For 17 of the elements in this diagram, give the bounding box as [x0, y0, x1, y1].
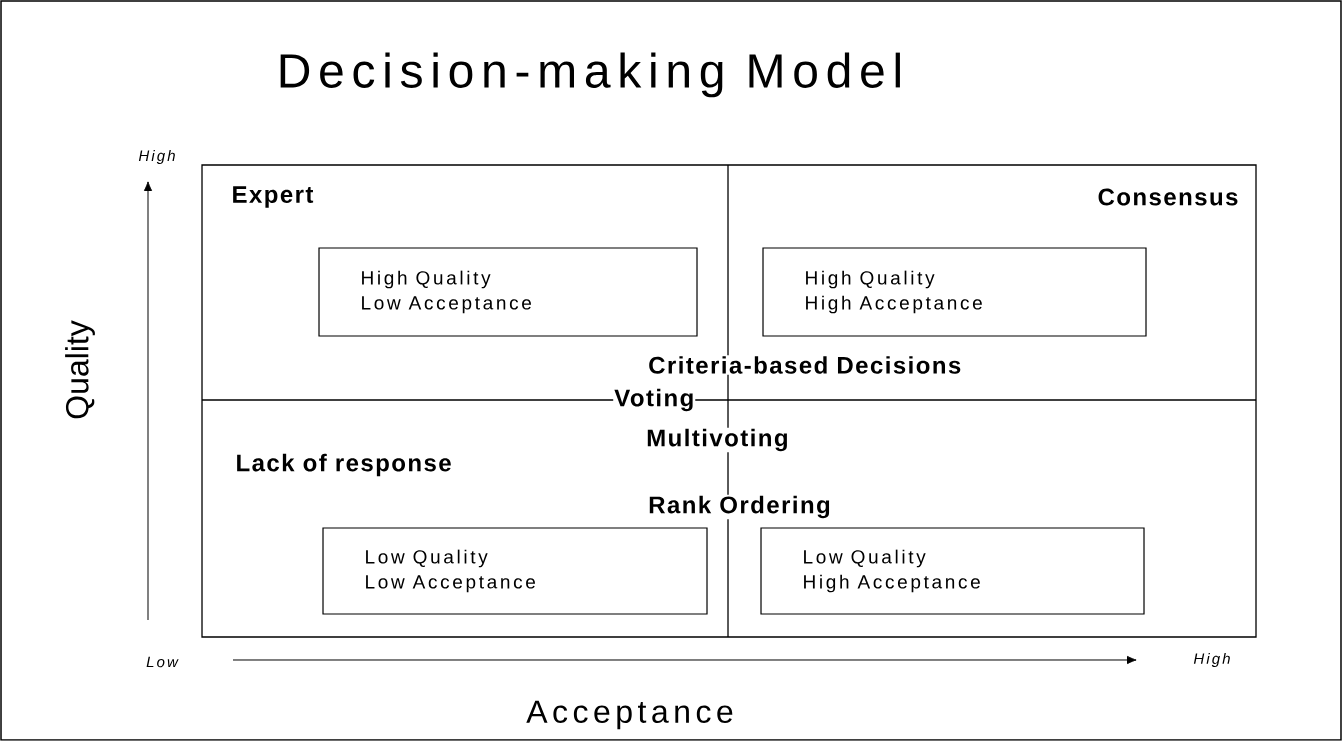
quadrant-heading: Expert [233, 186, 314, 208]
method-label: Rank Ordering [647, 494, 832, 520]
title: Decision-making Model [280, 52, 900, 98]
quadrant-heading: Lack of response [237, 453, 451, 477]
quadrant-heading: Consensus [1098, 188, 1238, 206]
quadrant-box: Low Quality Low Acceptance [322, 527, 708, 615]
axis-label: High [1193, 653, 1230, 667]
axis-label: Low [146, 656, 179, 668]
quadrant-box: Low Quality High Acceptance [760, 527, 1145, 615]
axis-title: Acceptance [526, 700, 733, 730]
method-label: Criteria-based Decisions [647, 355, 963, 375]
quadrant-box: High Quality Low Acceptance [318, 247, 698, 337]
method-label: Multivoting [645, 427, 790, 453]
axis-title: Quality [65, 320, 95, 419]
quadrant-box: High Quality High Acceptance [762, 247, 1147, 337]
axis-label: High [138, 150, 175, 164]
method-label: Voting [613, 387, 696, 413]
